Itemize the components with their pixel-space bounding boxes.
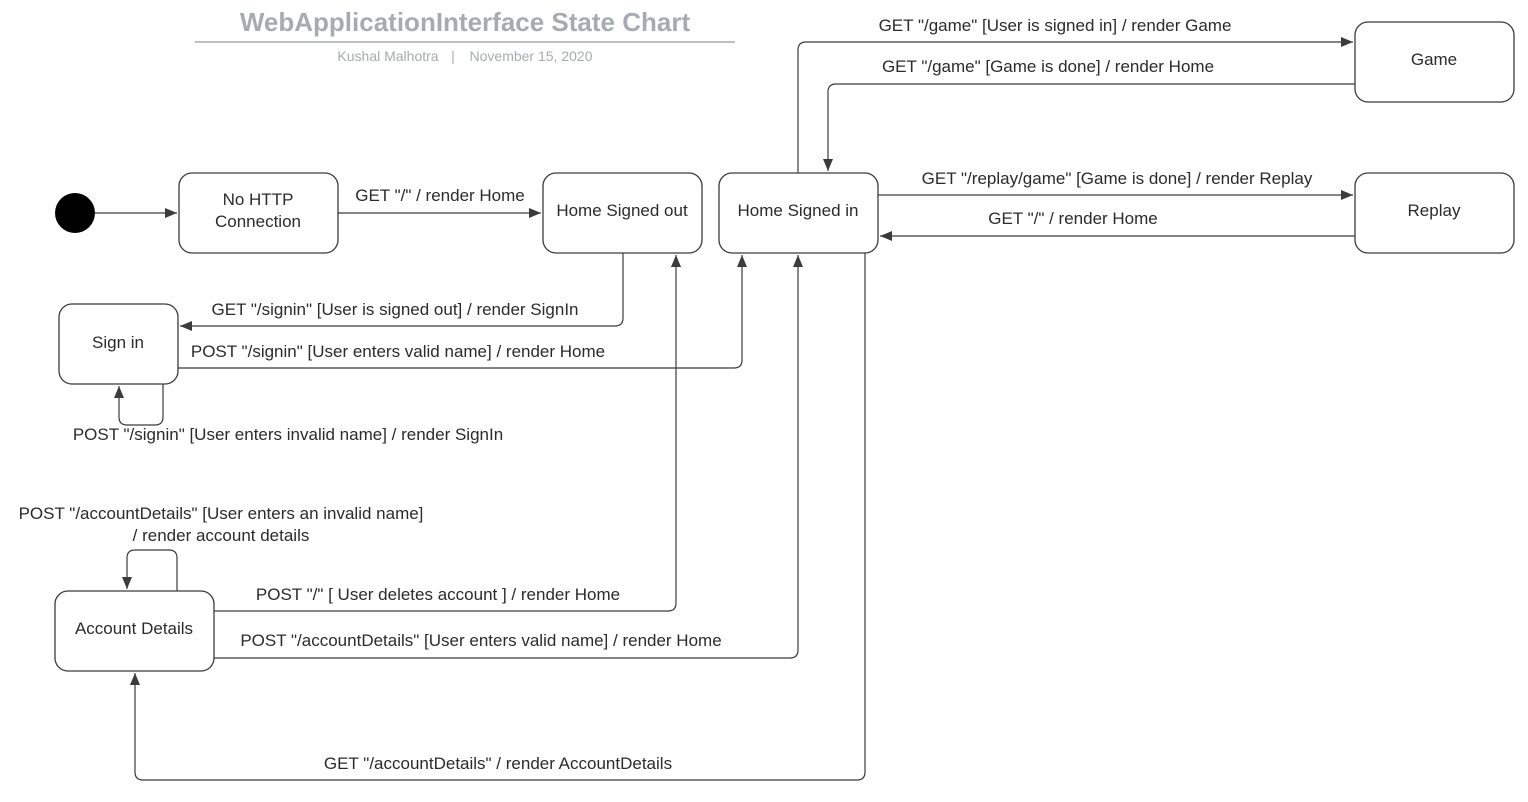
- transition-label: GET "/signin" [User is signed out] / ren…: [211, 300, 578, 319]
- transition-label: GET "/accountDetails" / render AccountDe…: [324, 754, 672, 773]
- initial-state-node: [55, 193, 95, 233]
- subtitle-separator: |: [451, 48, 455, 64]
- state-label: Home Signed in: [738, 201, 859, 220]
- state-account-details: Account Details: [54, 590, 215, 672]
- transition-label: POST "/" [ User deletes account ] / rend…: [256, 585, 620, 604]
- state-replay: Replay: [1354, 172, 1515, 254]
- transition-home-to-game: [797, 37, 1353, 173]
- transition-label: POST "/signin" [User enters invalid name…: [73, 425, 503, 444]
- state-sign-in: Sign in: [58, 303, 179, 385]
- transition-label: GET "/game" [Game is done] / render Home: [882, 57, 1214, 76]
- transition-label: GET "/" / render Home: [988, 209, 1158, 228]
- state-home-signed-out: Home Signed out: [542, 172, 703, 254]
- transition-label: GET "/" / render Home: [355, 186, 525, 205]
- transition-home-signed-out-to-sign-in: [180, 253, 624, 331]
- author-name: Kushal Malhotra: [337, 48, 438, 64]
- transition-label: POST "/signin" [User enters valid name] …: [191, 342, 605, 361]
- transition-label: / render account details: [133, 526, 310, 545]
- transition-account-details-to-home-signed-out: [214, 255, 681, 612]
- state-home-signed-in: Home Signed in: [718, 172, 879, 254]
- transition-sign-in-to-home-signed-in: [178, 255, 747, 369]
- transition-label: GET "/game" [User is signed in] / render…: [879, 16, 1232, 35]
- diagram-title: WebApplicationInterface State Chart: [240, 7, 691, 37]
- transition-label: POST "/accountDetails" [User enters an i…: [19, 504, 424, 523]
- state-label: Connection: [215, 212, 301, 231]
- diagram-date: November 15, 2020: [470, 48, 593, 64]
- state-label: Sign in: [92, 333, 144, 352]
- transition-game-to-home: [823, 83, 1355, 171]
- state-label: Home Signed out: [556, 201, 688, 220]
- transition-home-signed-in-to-account-details: [130, 253, 866, 781]
- transition-label: POST "/accountDetails" [User enters vali…: [240, 631, 721, 650]
- transition-account-details-self-loop: [122, 549, 178, 591]
- state-label: Account Details: [75, 619, 193, 638]
- transition-sign-in-self-loop: [114, 384, 164, 426]
- state-label: Game: [1411, 50, 1457, 69]
- state-no-http-connection: No HTTP Connection: [178, 172, 339, 254]
- state-label: Replay: [1408, 201, 1461, 220]
- state-game: Game: [1354, 21, 1515, 103]
- state-label: No HTTP: [223, 190, 294, 209]
- transition-label: GET "/replay/game" [Game is done] / rend…: [922, 169, 1313, 188]
- transition-account-details-to-home-signed-in: [214, 255, 803, 659]
